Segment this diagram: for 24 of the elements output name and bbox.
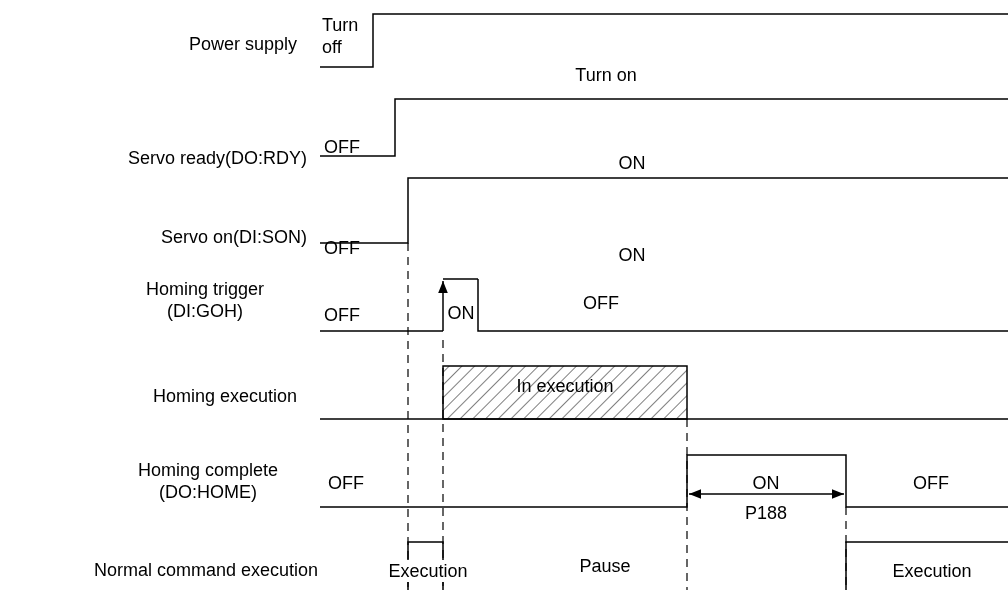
state-label: Execution — [892, 560, 972, 582]
state-label: OFF — [583, 292, 619, 314]
signal-label: Homing execution — [152, 385, 297, 407]
dimension-label: P188 — [745, 502, 787, 524]
state-label: OFF — [324, 136, 360, 158]
state-label: OFF — [913, 472, 949, 494]
state-label: Execution — [388, 560, 468, 582]
signal-label: Power supply — [188, 33, 297, 55]
state-label: Turn on — [575, 64, 637, 86]
state-label: ON — [618, 244, 646, 266]
state-label: ON — [618, 152, 646, 174]
state-label: In execution — [516, 375, 614, 397]
state-label: OFF — [324, 304, 360, 326]
signal-label: Homing complete (DO:HOME) — [136, 459, 280, 503]
state-label: OFF — [324, 237, 360, 259]
signal-label: Homing trigger (DI:GOH) — [144, 278, 265, 322]
signal-label: Servo ready(DO:RDY) — [127, 147, 307, 169]
signal-label: Normal command execution — [93, 559, 318, 581]
state-label: ON — [447, 302, 475, 324]
state-label: ON — [752, 472, 780, 494]
state-label: OFF — [328, 472, 364, 494]
signal-label: Servo on(DI:SON) — [160, 226, 307, 248]
state-label: Pause — [579, 555, 631, 577]
state-label: Turn off — [322, 14, 360, 58]
